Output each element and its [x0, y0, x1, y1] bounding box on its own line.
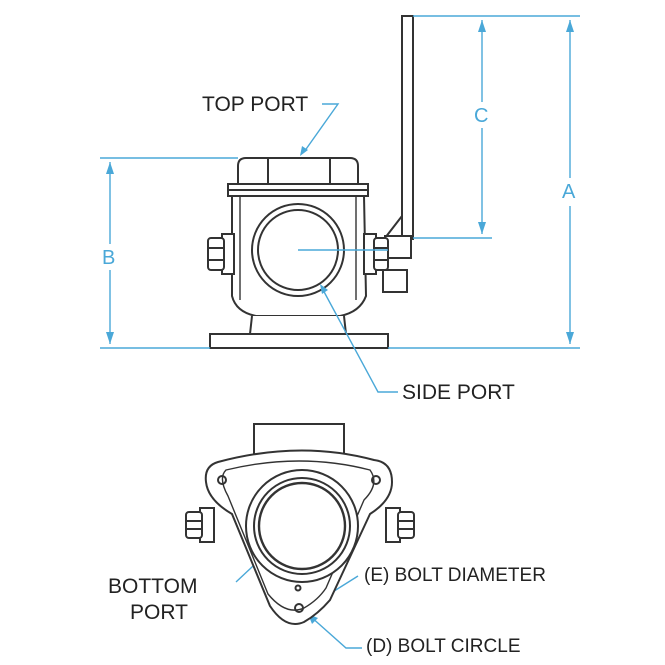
- base-flange: [209, 333, 389, 349]
- side-port-leader: [321, 287, 398, 393]
- left-nut: [207, 237, 225, 271]
- top-port-label: TOP PORT: [202, 93, 309, 116]
- bolt-hole-right: [371, 475, 381, 485]
- bottom-port-label-line2: PORT: [130, 601, 188, 624]
- side-port-label: SIDE PORT: [402, 381, 515, 404]
- side-view: [207, 15, 414, 349]
- bottom-view: [185, 423, 415, 625]
- dimension-a-label: A: [562, 181, 576, 203]
- bottom-right-nut: [397, 511, 415, 539]
- bottom-port-outer: [245, 469, 359, 583]
- bolt-diameter-label: (E) BOLT DIAMETER: [364, 565, 546, 586]
- bolt-hole-left: [217, 475, 227, 485]
- stem-bolt: [382, 269, 408, 293]
- top-port-leader: [303, 103, 340, 153]
- dimension-lines: [100, 15, 580, 349]
- right-nut: [373, 237, 389, 271]
- valve-neck: [248, 315, 348, 335]
- bolt-circle-leader: [309, 615, 362, 649]
- bolt-circle-label: (D) BOLT CIRCLE: [366, 636, 521, 657]
- bottom-port-inner: [257, 481, 347, 571]
- dimension-b-label: B: [102, 247, 116, 269]
- top-port-hex: [237, 157, 359, 185]
- dimension-c-label: C: [474, 105, 489, 127]
- bottom-left-nut: [185, 511, 203, 539]
- bolt-hole-bottom: [294, 603, 304, 613]
- bottom-port-ring: [253, 477, 351, 575]
- bottom-port-label-line1: BOTTOM: [108, 575, 198, 598]
- handle: [401, 15, 414, 237]
- bolt-hole-small: [294, 584, 302, 592]
